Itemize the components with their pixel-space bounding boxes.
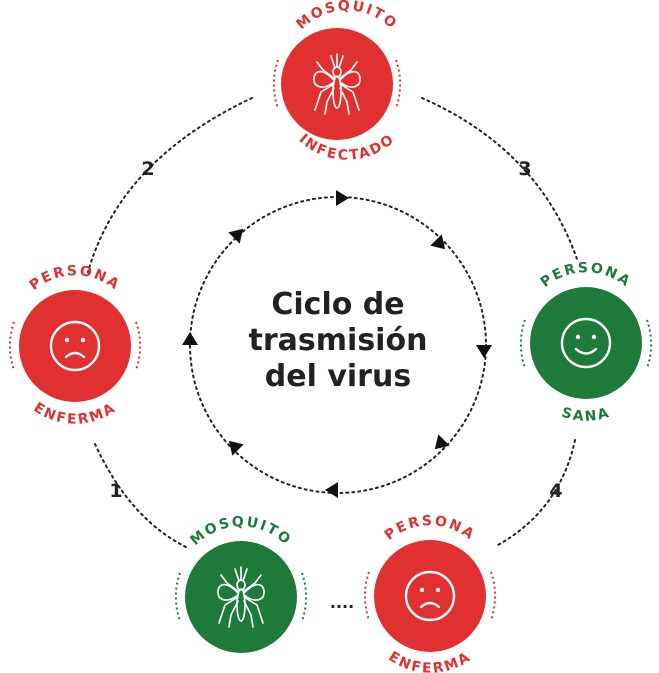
svg-text:ENFERMA: ENFERMA: [386, 649, 475, 673]
node-bracket-left: [8, 321, 15, 371]
cycle-arrow: [325, 482, 338, 498]
svg-text:MOSQUITO: MOSQUITO: [293, 0, 400, 33]
center-title-line3: del virus: [265, 359, 411, 394]
svg-text:PERSONA: PERSONA: [382, 513, 478, 544]
svg-text:PERSONA: PERSONA: [27, 263, 123, 294]
cycle-arrows: [182, 190, 492, 498]
mosquito-icon: [313, 53, 361, 115]
node-person-healthy: PERSONA SANA: [519, 260, 653, 425]
node-circle: [19, 290, 131, 402]
connector-3: [421, 97, 579, 263]
node-top-label: PERSONA: [27, 263, 121, 294]
outer-connectors: [87, 97, 579, 549]
mosquito-icon: [217, 566, 265, 628]
svg-text:SANA: SANA: [560, 405, 613, 425]
node-circle: [185, 541, 297, 653]
center-title-line2: trasmisión: [249, 323, 428, 358]
node-bracket-right: [490, 571, 497, 621]
cycle-arrow: [336, 190, 349, 206]
cycle-arrow: [182, 332, 198, 345]
node-top-label: PERSONA: [382, 513, 476, 544]
bottom-connector: ....: [330, 593, 354, 612]
node-bottom-label: ENFERMA: [31, 400, 118, 428]
node-person-sick-left: PERSONA ENFERMA: [8, 263, 142, 428]
node-bracket-right: [135, 321, 142, 371]
node-bracket-right: [646, 319, 653, 369]
svg-text:ENFERMA: ENFERMA: [31, 400, 120, 428]
step-number-2: 2: [141, 158, 154, 180]
node-bracket-right: [301, 572, 308, 622]
connector-4: [497, 439, 576, 546]
cycle-arrow: [430, 234, 446, 250]
sad-face-icon: [49, 320, 101, 372]
node-top-label: PERSONA: [538, 260, 632, 291]
center-title-line1: Ciclo de: [271, 287, 404, 322]
node-bottom-label: ENFERMA: [386, 649, 473, 673]
node-bracket-left: [363, 571, 370, 621]
node-bracket-left: [272, 59, 279, 109]
node-top-label: MOSQUITO: [293, 0, 398, 33]
node-mosquito-healthy: MOSQUITO: [174, 514, 308, 653]
happy-face-icon: [560, 317, 612, 369]
node-circle: [281, 28, 393, 140]
cycle-arrow: [476, 345, 492, 358]
node-circle: [374, 540, 486, 652]
cycle-arrow: [228, 228, 244, 244]
step-number-4: 4: [549, 480, 562, 502]
node-bracket-left: [174, 572, 181, 622]
node-mosquito-infected: MOSQUITO INFECTADO: [272, 0, 402, 164]
connector-1: [94, 443, 189, 549]
step-number-1: 1: [109, 480, 122, 502]
node-circle: [530, 287, 642, 399]
sad-face-icon: [404, 570, 456, 622]
node-bracket-left: [519, 319, 526, 369]
svg-text:PERSONA: PERSONA: [538, 260, 634, 291]
node-person-sick-bottom: PERSONA ENFERMA: [363, 513, 497, 673]
node-bottom-label: SANA: [560, 405, 611, 425]
center-title: Ciclo de trasmisión del virus: [249, 287, 428, 394]
cycle-arrow: [228, 440, 244, 456]
node-bracket-right: [395, 59, 402, 109]
step-number-3: 3: [518, 158, 531, 180]
cycle-arrow: [434, 434, 450, 450]
connector-2: [87, 97, 253, 273]
